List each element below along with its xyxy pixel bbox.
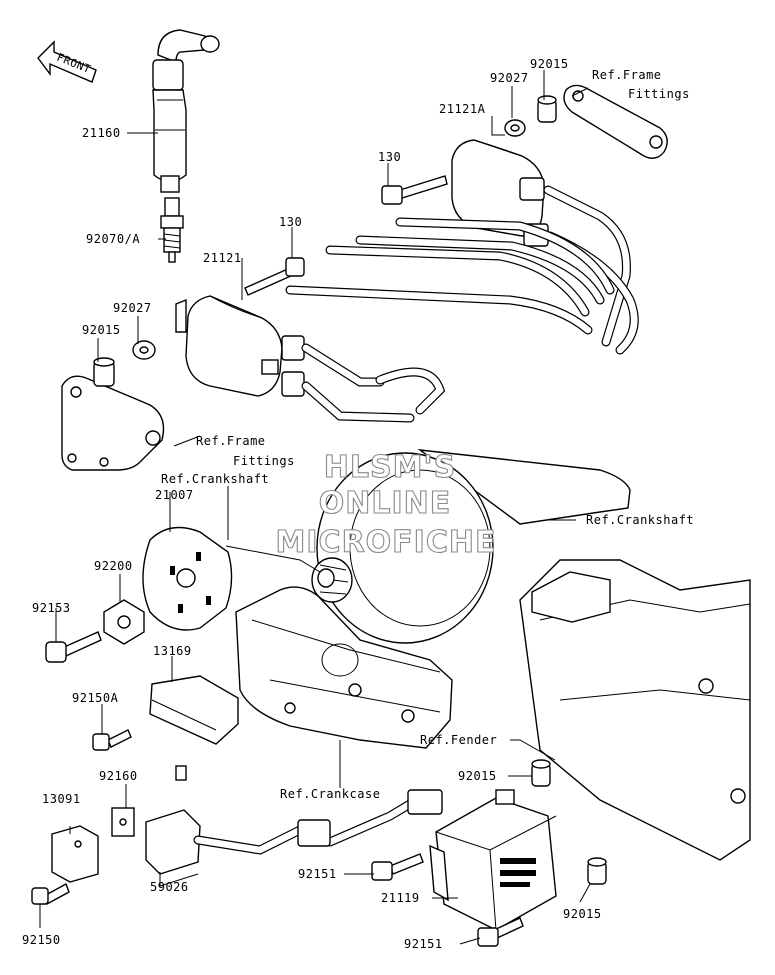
label-92151-b: 92151 xyxy=(404,937,443,951)
label-92027-left: 92027 xyxy=(113,301,152,315)
frame-bracket-left xyxy=(61,375,165,471)
ref-frame-left-line1: Ref.Frame xyxy=(196,434,266,448)
cover-13169 xyxy=(149,675,239,745)
collar-92015-top xyxy=(537,95,557,123)
washer-92027-left xyxy=(132,340,156,360)
watermark-line-3: MICROFICHE xyxy=(276,525,497,560)
label-130-top: 130 xyxy=(378,150,401,164)
collar-92015-left xyxy=(93,357,115,387)
high-tension-leads xyxy=(285,185,639,423)
clip-92160 xyxy=(111,807,135,837)
label-92015-left: 92015 xyxy=(82,323,121,337)
bolt-92151-b xyxy=(477,917,524,947)
label-21160: 21160 xyxy=(82,126,121,140)
label-13091: 13091 xyxy=(42,792,81,806)
rotor-21007 xyxy=(142,526,321,631)
ignition-coil-21121 xyxy=(175,295,305,397)
watermark-line-1: HLSM'S xyxy=(324,450,456,485)
ref-crankcase: Ref.Crankcase xyxy=(280,787,380,801)
leader-lines xyxy=(39,70,591,945)
label-92015-top: 92015 xyxy=(530,57,569,71)
bolt-92150A xyxy=(92,729,132,751)
label-92015-d: 92015 xyxy=(563,907,602,921)
frame-body-right xyxy=(519,559,751,861)
label-92150: 92150 xyxy=(22,933,61,947)
label-21119: 21119 xyxy=(381,891,420,905)
spark-plug-92070A xyxy=(160,197,184,263)
collar-92015-c xyxy=(531,759,551,787)
ref-frame-left-line2: Fittings xyxy=(233,454,295,468)
bolt-92153 xyxy=(45,631,102,663)
label-21121: 21121 xyxy=(203,251,242,265)
collar-92015-d xyxy=(587,857,607,885)
ref-frame-top-line2: Fittings xyxy=(628,87,690,101)
bolt-130-mid xyxy=(244,257,305,296)
ref-crankshaft-left: Ref.Crankshaft xyxy=(161,472,269,486)
label-92015-c: 92015 xyxy=(458,769,497,783)
label-130-mid: 130 xyxy=(279,215,302,229)
label-21121A: 21121A xyxy=(439,102,486,116)
label-59026: 59026 xyxy=(150,880,189,894)
harness-59026 xyxy=(193,789,443,855)
igniter-21119 xyxy=(429,789,557,931)
crankshaft xyxy=(311,449,631,644)
stick-coil-21160 xyxy=(152,29,220,193)
crankcase xyxy=(235,586,453,749)
label-13169: 13169 xyxy=(153,644,192,658)
label-92153: 92153 xyxy=(32,601,71,615)
watermark-line-2: ONLINE xyxy=(319,486,452,521)
label-92070A: 92070/A xyxy=(86,232,140,246)
watermark: HLSM'S ONLINE MICROFICHE xyxy=(275,449,497,560)
ref-fender: Ref.Fender xyxy=(420,733,497,747)
bolt-92150 xyxy=(31,882,70,906)
bolt-92151-a xyxy=(371,853,424,881)
ref-crankshaft-right: Ref.Crankshaft xyxy=(586,513,694,527)
label-92151-a: 92151 xyxy=(298,867,337,881)
washer-92027-top xyxy=(504,119,526,137)
label-92160: 92160 xyxy=(99,769,138,783)
label-92150A: 92150A xyxy=(72,691,119,705)
ref-frame-top-line1: Ref.Frame xyxy=(592,68,662,82)
bolt-130-top xyxy=(381,175,448,205)
pickup-coil-59026 xyxy=(145,765,201,875)
front-arrow: FRONT xyxy=(37,40,97,83)
label-92200: 92200 xyxy=(94,559,133,573)
bracket-13091 xyxy=(51,825,99,883)
label-21007: 21007 xyxy=(155,488,194,502)
nut-92200 xyxy=(103,599,145,645)
frame-bracket-right xyxy=(563,84,668,159)
label-92027-top: 92027 xyxy=(490,71,529,85)
